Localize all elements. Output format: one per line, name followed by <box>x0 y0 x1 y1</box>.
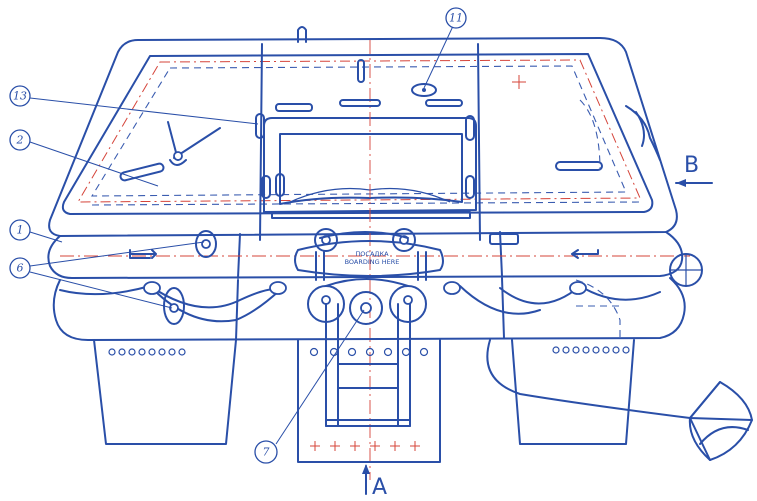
sea-anchor <box>486 339 753 461</box>
callout-13-label: 13 <box>13 90 27 103</box>
lower-tube <box>52 253 703 341</box>
callout-1: 1 <box>9 219 63 243</box>
callout-2-label: 2 <box>16 134 24 147</box>
view-arrow-b: B <box>675 153 713 187</box>
callout-2: 2 <box>9 129 159 187</box>
callout-6: 6 <box>9 241 205 309</box>
boarding-ladder <box>297 303 441 463</box>
callout-1-label: 1 <box>17 224 24 237</box>
ramp-crosses <box>310 441 420 451</box>
right-pocket-holes <box>552 346 630 354</box>
callout-13: 13 <box>9 85 259 125</box>
view-b-label: B <box>684 153 699 178</box>
callout-6-label: 6 <box>17 262 24 275</box>
callout-7: 7 <box>254 309 365 464</box>
entrance-panel <box>255 26 481 480</box>
callout-7-label: 7 <box>263 446 270 459</box>
right-panel-details <box>512 75 661 171</box>
left-pocket-holes <box>108 348 186 356</box>
view-a-label: A <box>372 475 387 500</box>
callout-11-label: 11 <box>449 12 463 25</box>
boarding-sign-line1: ПОСАДКА <box>355 250 389 258</box>
view-arrow-a: A <box>362 464 387 500</box>
ballast-pockets <box>93 339 635 445</box>
boarding-sign-line2: BOARDING HERE <box>345 258 400 266</box>
middle-tube: ПОСАДКА BOARDING HERE <box>47 228 690 281</box>
callout-11: 11 <box>423 7 467 89</box>
left-panel-details <box>119 121 221 182</box>
